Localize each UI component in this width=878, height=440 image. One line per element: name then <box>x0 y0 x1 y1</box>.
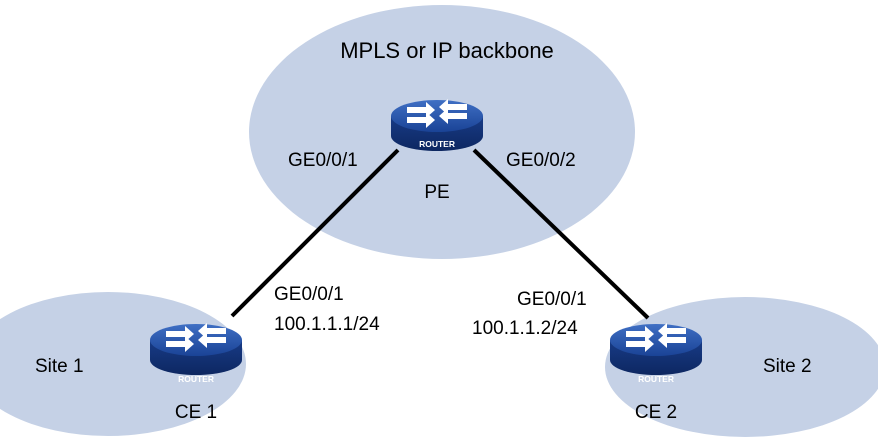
ce2-interface-ip: 100.1.1.2/24 <box>472 318 578 339</box>
ce1-router-badge: ROUTER <box>178 374 214 384</box>
site2-label: Site 2 <box>763 356 812 377</box>
ce1-label: CE 1 <box>175 402 217 423</box>
ce2-router-badge: ROUTER <box>638 374 674 384</box>
ce1-interface-name: GE0/0/1 <box>274 284 344 305</box>
ce1-router-icon[interactable]: ROUTER <box>150 323 242 384</box>
ce1-interface-ip: 100.1.1.1/24 <box>274 314 380 335</box>
ce2-interface-name: GE0/0/1 <box>517 289 587 310</box>
link-pe-ce1 <box>230 148 400 318</box>
pe-label: PE <box>424 182 449 203</box>
link-pe-ce2 <box>472 148 650 320</box>
backbone-label: MPLS or IP backbone <box>340 38 554 63</box>
pe-router-badge: ROUTER <box>419 139 455 149</box>
pe-interface-left: GE0/0/1 <box>288 150 358 171</box>
ce2-label: CE 2 <box>635 402 677 423</box>
pe-interface-right: GE0/0/2 <box>506 150 576 171</box>
pe-router-icon[interactable]: ROUTER <box>391 99 483 151</box>
site1-label: Site 1 <box>35 356 84 377</box>
ce2-router-icon[interactable]: ROUTER <box>610 323 702 384</box>
